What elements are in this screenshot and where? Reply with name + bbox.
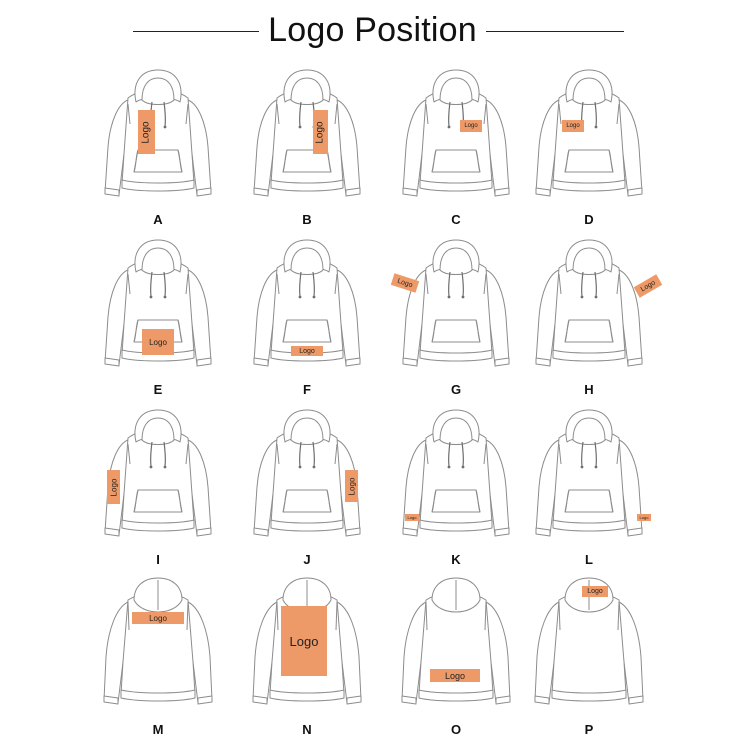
hoodie-front-diagram bbox=[529, 402, 649, 552]
position-label-p: P bbox=[584, 722, 594, 737]
hoodie-front-diagram bbox=[396, 232, 516, 382]
page-title: Logo Position bbox=[268, 11, 477, 49]
logo-mark-d: Logo bbox=[562, 120, 584, 132]
title-rule-left bbox=[133, 31, 259, 32]
title-rule-right bbox=[486, 31, 624, 32]
position-label-o: O bbox=[450, 722, 462, 737]
logo-mark-m: Logo bbox=[132, 612, 184, 624]
hoodie-front-diagram bbox=[247, 62, 367, 212]
position-label-e: E bbox=[153, 382, 163, 397]
position-f: Logo F bbox=[247, 232, 367, 402]
position-n: Logo N bbox=[247, 572, 367, 742]
position-j: Logo J bbox=[247, 402, 367, 572]
hoodie-front-diagram bbox=[247, 232, 367, 382]
logo-mark-e: Logo bbox=[142, 329, 174, 355]
hoodie-front-diagram bbox=[98, 62, 218, 212]
logo-mark-l: Logo bbox=[637, 514, 651, 521]
logo-mark-o: Logo bbox=[430, 669, 480, 682]
position-label-f: F bbox=[303, 382, 311, 397]
position-h: Logo H bbox=[529, 232, 663, 402]
hoodie-front-diagram bbox=[529, 62, 649, 212]
position-e: Logo E bbox=[98, 232, 218, 402]
hoodie-front-diagram bbox=[396, 402, 516, 552]
logo-mark-k: Logo bbox=[405, 514, 419, 521]
hoodie-back-diagram bbox=[396, 572, 516, 722]
hoodie-front-diagram bbox=[98, 232, 218, 382]
position-g: Logo G bbox=[390, 232, 516, 402]
position-b: Logo B bbox=[247, 62, 367, 232]
position-label-k: K bbox=[451, 552, 461, 567]
logo-mark-p: Logo bbox=[582, 586, 608, 597]
position-c: Logo C bbox=[396, 62, 516, 232]
position-d: Logo D bbox=[529, 62, 649, 232]
hoodie-front-diagram bbox=[529, 232, 649, 382]
position-label-m: M bbox=[152, 722, 164, 737]
position-label-j: J bbox=[303, 552, 311, 567]
position-label-c: C bbox=[451, 212, 461, 227]
logo-mark-f: Logo bbox=[291, 346, 323, 356]
position-label-h: H bbox=[584, 382, 594, 397]
position-label-g: G bbox=[450, 382, 462, 397]
position-k: Logo K bbox=[396, 402, 516, 572]
logo-mark-n: Logo bbox=[281, 606, 327, 676]
logo-mark-j: Logo bbox=[345, 470, 358, 502]
position-label-l: L bbox=[585, 552, 593, 567]
position-i: Logo I bbox=[98, 402, 218, 572]
position-label-a: A bbox=[153, 212, 163, 227]
page-header: Logo Position bbox=[0, 0, 750, 60]
logo-mark-b: Logo bbox=[313, 110, 328, 154]
position-label-i: I bbox=[156, 552, 160, 567]
position-label-d: D bbox=[584, 212, 594, 227]
position-label-b: B bbox=[302, 212, 312, 227]
hoodie-back-diagram bbox=[98, 572, 218, 722]
logo-mark-a: Logo bbox=[138, 110, 155, 154]
logo-mark-i: Logo bbox=[107, 470, 120, 504]
position-l: Logo L bbox=[529, 402, 651, 572]
hoodie-front-diagram bbox=[396, 62, 516, 212]
position-m: Logo M bbox=[98, 572, 218, 742]
position-label-n: N bbox=[302, 722, 312, 737]
position-o: Logo O bbox=[396, 572, 516, 742]
logo-mark-c: Logo bbox=[460, 120, 482, 132]
position-p: Logo P bbox=[529, 572, 649, 742]
position-a: Logo A bbox=[98, 62, 218, 232]
